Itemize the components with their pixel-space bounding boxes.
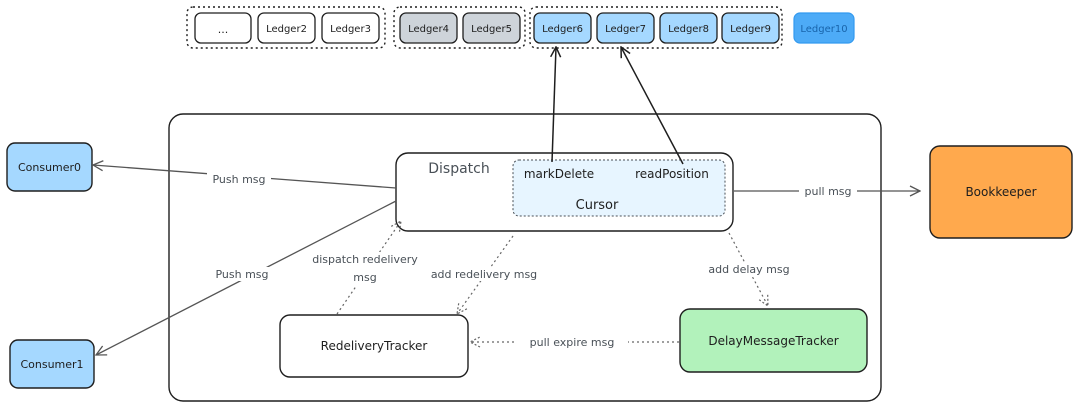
push-msg-label-1-bg — [210, 267, 274, 281]
delay-message-tracker-label: DelayMessageTracker — [708, 334, 838, 348]
ledger-7-label: Ledger7 — [605, 24, 646, 35]
push-msg-label-0: Push msg — [212, 173, 265, 186]
read-position-label: readPosition — [635, 167, 709, 181]
push-msg-label-1: Push msg — [215, 268, 268, 281]
ledger-4-label: Ledger4 — [408, 24, 449, 35]
ledger-9-label: Ledger9 — [730, 24, 771, 35]
ledger-3-label: Ledger3 — [330, 24, 371, 35]
consumer-0-label: Consumer0 — [18, 161, 81, 174]
pull-expire-label-bg — [516, 335, 628, 349]
ledger-10-label: Ledger10 — [800, 24, 847, 35]
consumer-0: Consumer0 — [6, 142, 93, 192]
redelivery-tracker: RedeliveryTracker — [279, 314, 469, 378]
ledger-8-label: Ledger8 — [668, 24, 709, 35]
dispatch-redelivery-label-2: msg — [353, 271, 376, 284]
ledger-group-1 — [186, 6, 386, 49]
add-redelivery-label-bg — [420, 267, 548, 281]
ledger-ellipsis-label: ... — [218, 23, 229, 36]
bookkeeper-label: Bookkeeper — [965, 185, 1036, 199]
ledger-2: Ledger2 — [257, 12, 316, 44]
ledger-3: Ledger3 — [321, 12, 380, 44]
ledger-8: Ledger8 — [659, 12, 718, 44]
pull-msg-label-bg — [799, 184, 857, 198]
mark-delete-label: markDelete — [524, 167, 594, 181]
add-redelivery-arrow — [457, 235, 514, 314]
delay-message-tracker: DelayMessageTracker — [679, 308, 868, 373]
dispatch-redelivery-label-bg — [298, 252, 432, 286]
consumer-1: Consumer1 — [9, 339, 95, 389]
redelivery-tracker-label: RedeliveryTracker — [321, 339, 428, 353]
ledger-7: Ledger7 — [596, 12, 655, 44]
pull-expire-label: pull expire msg — [530, 336, 615, 349]
ledger-2-label: Ledger2 — [266, 24, 307, 35]
push-msg-label-0-bg — [207, 172, 271, 186]
ledger-10: Ledger10 — [793, 12, 855, 44]
consumer-1-label: Consumer1 — [20, 358, 83, 371]
mark-delete-arrow — [552, 47, 556, 163]
add-redelivery-label: add redelivery msg — [431, 268, 537, 281]
dispatch-redelivery-label-1: dispatch redelivery — [312, 253, 418, 266]
cursor-box: markDelete readPosition Cursor — [512, 159, 726, 217]
add-delay-label: add delay msg — [708, 263, 789, 276]
cursor-label: Cursor — [576, 198, 619, 213]
add-delay-label-bg — [697, 262, 801, 276]
pull-msg-label: pull msg — [805, 185, 852, 198]
dispatch-label: Dispatch — [428, 161, 490, 177]
ledger-group-3 — [529, 6, 783, 49]
ledger-6-label: Ledger6 — [542, 24, 583, 35]
ledger-ellipsis: ... — [194, 12, 252, 44]
ledger-5: Ledger5 — [462, 12, 521, 44]
ledger-5-label: Ledger5 — [471, 24, 512, 35]
ledger-9: Ledger9 — [721, 12, 780, 44]
ledger-4: Ledger4 — [399, 12, 458, 44]
ledger-group-2 — [393, 6, 526, 49]
broker-container — [168, 113, 882, 402]
read-position-arrow — [621, 47, 684, 165]
bookkeeper: Bookkeeper — [929, 145, 1073, 239]
ledger-6: Ledger6 — [533, 12, 592, 44]
